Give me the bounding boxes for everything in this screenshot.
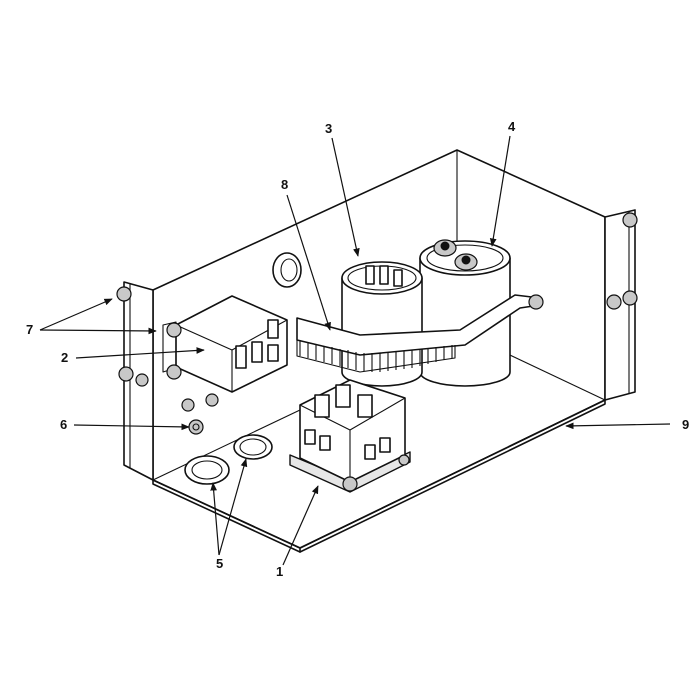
callout-6: 6 bbox=[60, 417, 67, 432]
callout-4: 4 bbox=[508, 119, 516, 134]
callout-5: 5 bbox=[216, 556, 223, 571]
floor-grommet-hole-2 bbox=[233, 434, 273, 460]
callout-7: 7 bbox=[26, 322, 33, 337]
callout-9: 9 bbox=[682, 417, 689, 432]
callout-2: 2 bbox=[61, 350, 68, 365]
hex-nut bbox=[188, 419, 204, 435]
capacitor-mounting-strap bbox=[296, 294, 544, 373]
callout-1: 1 bbox=[276, 564, 283, 579]
relay bbox=[162, 295, 288, 407]
contactor bbox=[289, 379, 411, 493]
floor-grommet-hole bbox=[184, 455, 230, 485]
mounting-screw-group bbox=[116, 212, 638, 412]
callout-3: 3 bbox=[325, 121, 332, 136]
start-capacitor bbox=[341, 261, 423, 387]
run-capacitor-large bbox=[419, 239, 511, 387]
wall-knockout bbox=[272, 252, 302, 288]
callout-leaders bbox=[39, 135, 671, 566]
callout-8: 8 bbox=[281, 177, 288, 192]
